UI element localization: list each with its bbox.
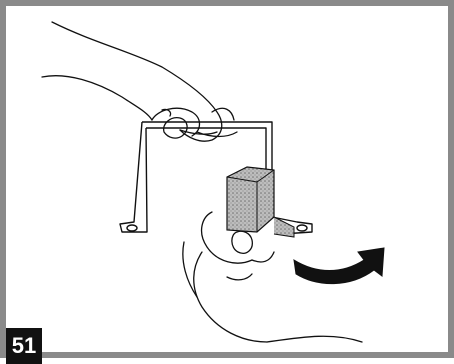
clamp-box-icon <box>227 167 294 237</box>
mounting-bracket-icon <box>120 122 312 234</box>
upper-hand-icon <box>42 22 237 141</box>
rotation-arrow-icon <box>294 248 384 284</box>
step-number-badge: 51 <box>6 328 42 364</box>
assembly-illustration <box>12 12 454 358</box>
